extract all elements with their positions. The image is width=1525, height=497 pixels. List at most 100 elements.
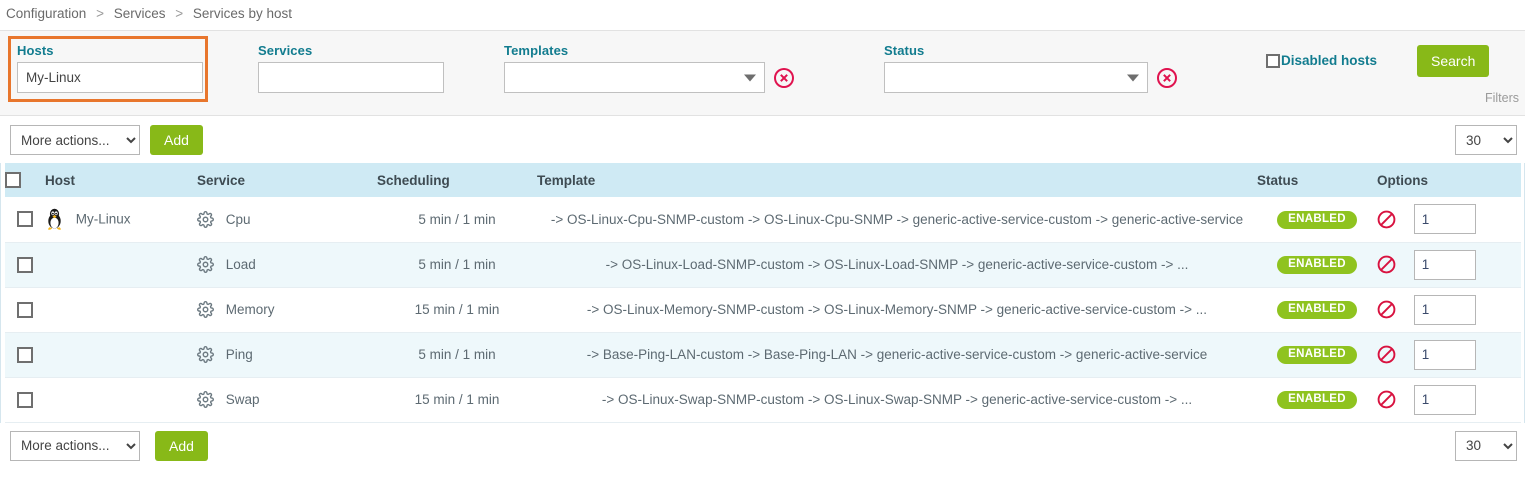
linux-penguin-icon	[48, 208, 61, 231]
host-cell: My-Linux	[45, 197, 197, 243]
host-cell	[45, 332, 197, 378]
status-cell: ENABLED	[1257, 197, 1377, 243]
row-select-cell	[5, 197, 45, 243]
hosts-input[interactable]	[17, 62, 203, 93]
more-actions-select-bottom[interactable]: More actions...	[10, 430, 140, 461]
select-all-checkbox[interactable]	[5, 172, 21, 189]
column-header-status[interactable]: Status	[1257, 163, 1377, 197]
disabled-hosts-label: Disabled hosts	[1281, 53, 1378, 69]
row-checkbox[interactable]	[17, 346, 33, 363]
gear-icon	[197, 391, 214, 408]
status-select[interactable]	[884, 62, 1148, 93]
deny-icon[interactable]	[1377, 345, 1396, 364]
gear-icon	[197, 346, 214, 363]
deny-icon[interactable]	[1377, 390, 1396, 409]
status-badge: ENABLED	[1277, 345, 1357, 365]
status-cell: ENABLED	[1257, 332, 1377, 378]
options-cell	[1377, 377, 1521, 423]
status-cell: ENABLED	[1257, 377, 1377, 423]
row-checkbox[interactable]	[17, 301, 33, 318]
template-cell: -> OS-Linux-Load-SNMP-custom -> OS-Linux…	[537, 242, 1257, 288]
template-cell: -> OS-Linux-Swap-SNMP-custom -> OS-Linux…	[537, 377, 1257, 423]
host-name[interactable]: My-Linux	[75, 211, 131, 227]
template-cell: -> Base-Ping-LAN-custom -> Base-Ping-LAN…	[537, 332, 1257, 378]
breadcrumb: Configuration > Services > Services by h…	[0, 0, 1525, 30]
deny-icon[interactable]	[1377, 300, 1396, 319]
page-size-select-bottom[interactable]: 30	[1455, 430, 1517, 461]
table-row: Swap 15 min / 1 min -> OS-Linux-Swap-SNM…	[5, 377, 1521, 423]
column-header-scheduling[interactable]: Scheduling	[377, 163, 537, 197]
service-cell: Load	[197, 242, 377, 288]
templates-label: Templates	[504, 43, 569, 58]
disabled-hosts-checkbox[interactable]	[1266, 53, 1280, 68]
breadcrumb-item-services[interactable]: Services	[113, 6, 166, 21]
breadcrumb-item-configuration[interactable]: Configuration	[6, 6, 87, 21]
row-checkbox[interactable]	[17, 211, 33, 228]
template-cell: -> OS-Linux-Memory-SNMP-custom -> OS-Lin…	[537, 287, 1257, 333]
add-button-top[interactable]: Add	[150, 125, 203, 155]
services-table: Host Service Scheduling Template Status …	[5, 163, 1521, 423]
scheduling-cell: 5 min / 1 min	[377, 242, 537, 288]
column-header-service[interactable]: Service	[197, 163, 377, 197]
services-label: Services	[258, 43, 313, 58]
add-button-bottom[interactable]: Add	[155, 430, 208, 461]
options-cell	[1377, 197, 1521, 243]
chevron-down-icon	[1127, 74, 1139, 81]
status-filter-group: Status	[884, 43, 1184, 93]
row-checkbox[interactable]	[17, 256, 33, 273]
row-select-cell	[5, 332, 45, 378]
services-table-container: Host Service Scheduling Template Status …	[0, 163, 1525, 423]
option-input[interactable]	[1413, 249, 1476, 280]
service-name[interactable]: Memory	[225, 302, 275, 317]
deny-icon[interactable]	[1377, 255, 1396, 274]
service-cell: Swap	[197, 377, 377, 423]
toolbar-bottom: More actions... Add 30	[0, 422, 1525, 470]
search-button[interactable]: Search	[1417, 45, 1490, 77]
service-cell: Memory	[197, 287, 377, 333]
row-select-cell	[5, 242, 45, 288]
templates-select[interactable]	[504, 62, 766, 93]
status-cell: ENABLED	[1257, 242, 1377, 288]
gear-icon	[197, 256, 214, 273]
service-name[interactable]: Ping	[225, 347, 253, 362]
option-input[interactable]	[1413, 339, 1476, 370]
service-name[interactable]: Cpu	[225, 211, 251, 227]
services-filter-group: Services	[258, 43, 444, 93]
chevron-down-icon	[744, 74, 757, 81]
service-name[interactable]: Swap	[225, 392, 260, 407]
host-cell	[45, 287, 197, 333]
service-name[interactable]: Load	[225, 257, 256, 272]
gear-icon	[197, 210, 214, 228]
breadcrumb-item-services-by-host[interactable]: Services by host	[192, 6, 292, 21]
row-select-cell	[5, 287, 45, 333]
hosts-label: Hosts	[17, 43, 54, 58]
services-input[interactable]	[258, 62, 444, 93]
breadcrumb-separator: >	[96, 6, 104, 21]
table-header: Host Service Scheduling Template Status …	[5, 163, 1521, 197]
hosts-filter-group: Hosts	[8, 36, 208, 102]
options-cell	[1377, 332, 1521, 378]
option-input[interactable]	[1413, 294, 1476, 325]
disabled-hosts-checkbox-group[interactable]: Disabled hosts	[1266, 52, 1377, 68]
filter-panel: Hosts Services Templates Status Disabled…	[0, 30, 1525, 116]
scheduling-cell: 15 min / 1 min	[377, 287, 537, 333]
select-all-header	[5, 163, 45, 197]
status-clear-icon[interactable]	[1157, 67, 1177, 88]
page-size-select-top[interactable]: 30	[1455, 125, 1517, 155]
scheduling-cell: 15 min / 1 min	[377, 377, 537, 423]
deny-icon[interactable]	[1377, 210, 1396, 229]
status-badge: ENABLED	[1277, 210, 1357, 229]
templates-clear-icon[interactable]	[774, 67, 794, 88]
table-row: Memory 15 min / 1 min -> OS-Linux-Memory…	[5, 287, 1521, 333]
more-actions-select-top[interactable]: More actions...	[10, 125, 140, 155]
option-input[interactable]	[1413, 204, 1476, 235]
breadcrumb-separator: >	[175, 6, 184, 21]
row-checkbox[interactable]	[17, 391, 33, 408]
templates-filter-group: Templates	[504, 43, 794, 93]
column-header-options: Options	[1377, 163, 1521, 197]
option-input[interactable]	[1413, 384, 1476, 415]
column-header-host[interactable]: Host	[45, 163, 197, 197]
status-badge: ENABLED	[1277, 300, 1357, 320]
options-cell	[1377, 242, 1521, 288]
column-header-template[interactable]: Template	[537, 163, 1257, 197]
